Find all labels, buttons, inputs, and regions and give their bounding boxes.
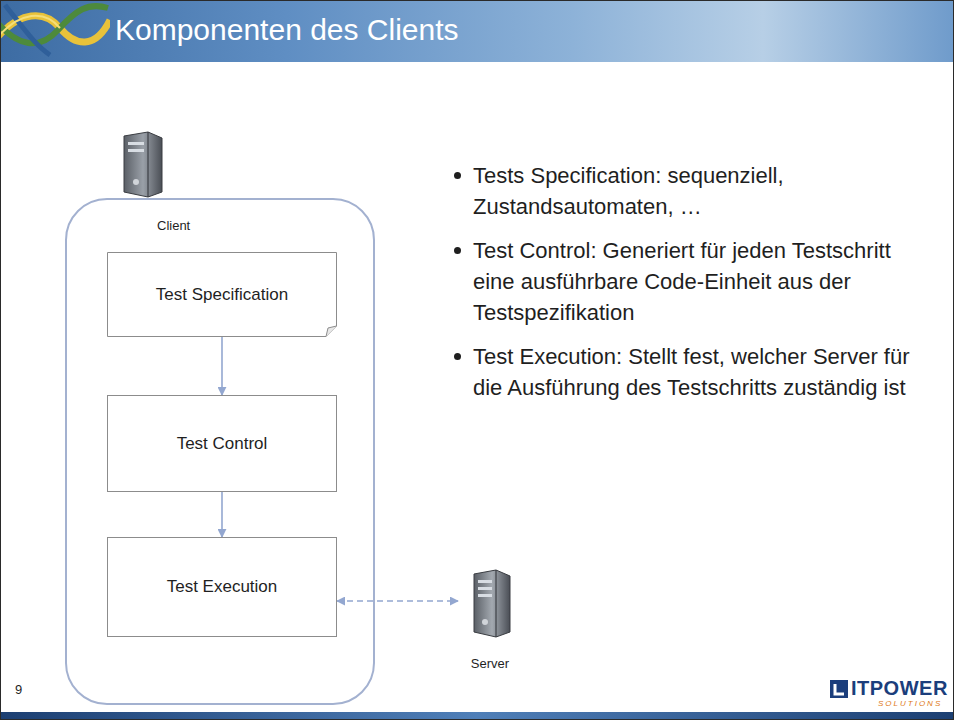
document-box: Test Specification: [107, 252, 337, 337]
document-fold: [326, 326, 337, 337]
bullet-text: Test Control: Generiert für jeden Testsc…: [473, 235, 925, 328]
logo-mark: [830, 680, 848, 698]
bullet-text-content: Test Execution: Stellt fest, welcher Ser…: [473, 344, 910, 400]
process-box: Test Execution: [107, 537, 337, 637]
footer-strip: [0, 712, 954, 720]
logo-text: ITPOWER: [851, 677, 948, 700]
bullet-dot: [454, 353, 461, 360]
icon-label: Server: [458, 656, 522, 671]
bullet-text-content: Tests Specification: sequenziell, Zustan…: [473, 163, 784, 219]
logo-subtext: SOLUTIONS: [878, 699, 942, 708]
client-icon: [118, 130, 164, 198]
connector-arrow: [221, 337, 223, 395]
process-box: Test Control: [107, 395, 337, 492]
document-shape: [108, 253, 337, 337]
bullet-text-content: Test Control: Generiert für jeden Testsc…: [473, 238, 891, 325]
server-icon: [470, 568, 512, 638]
box-label: Test Specification: [156, 285, 288, 305]
bullet-text: Test Execution: Stellt fest, welcher Ser…: [473, 341, 925, 403]
connector-arrow: [337, 600, 458, 602]
page-number: 9: [15, 682, 22, 697]
slide-title: Komponenten des Clients: [115, 13, 459, 47]
bullet-dot: [454, 247, 461, 254]
container-heading: Client: [157, 218, 190, 233]
connector-arrow: [221, 492, 223, 537]
knot-logo: [0, 0, 110, 60]
server-node: Server: [458, 565, 522, 671]
box-label: Test Control: [177, 434, 268, 454]
box-label: Test Execution: [167, 577, 278, 597]
client-container: ClientTest SpecificationTest ControlTest…: [65, 198, 375, 705]
bullet-dot: [454, 172, 461, 179]
bullet-list: Tests Specification: sequenziell, Zustan…: [473, 160, 925, 416]
bullet-text: Tests Specification: sequenziell, Zustan…: [473, 160, 925, 222]
